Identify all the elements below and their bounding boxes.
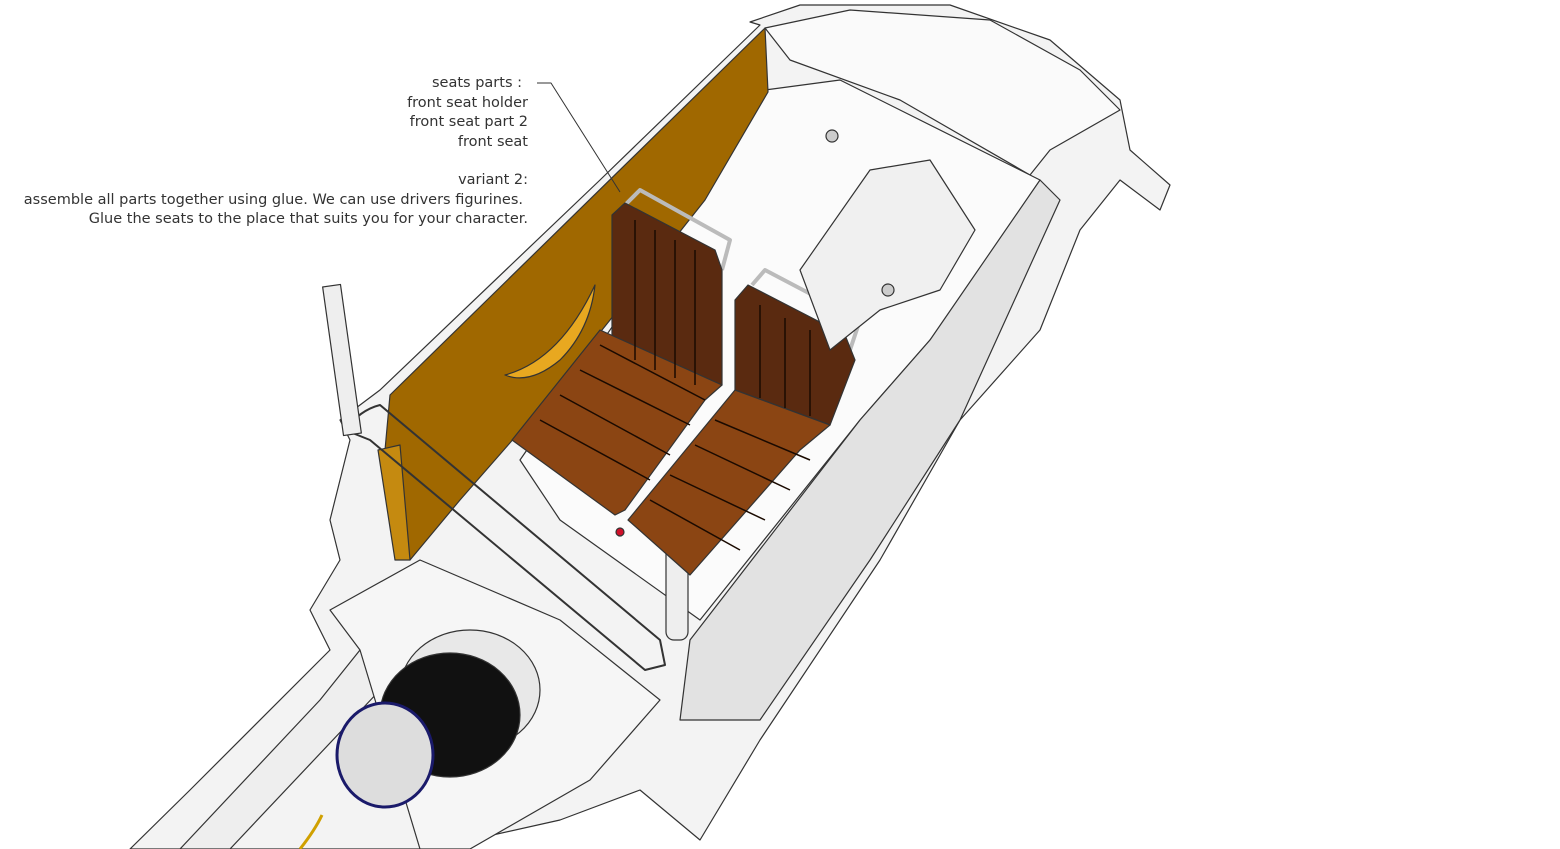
- parts-heading: seats parts :: [432, 75, 522, 91]
- bolt: [825, 129, 839, 143]
- leader-line: [537, 82, 621, 193]
- motor-face: [335, 701, 435, 809]
- gearbox: [799, 159, 976, 351]
- part-item: front seat holder: [407, 94, 528, 111]
- instructions-annotation: variant 2: assemble all parts together u…: [24, 171, 528, 230]
- seat-ribs: [539, 220, 811, 551]
- side-wall: [679, 179, 1061, 721]
- panel-cutout: [504, 284, 596, 379]
- instructions-heading: variant 2:: [458, 172, 528, 188]
- part-item: front seat part 2: [409, 114, 528, 130]
- panel-lower: [377, 444, 411, 561]
- seats-parts-annotation: seats parts : front seat holder front se…: [407, 74, 528, 152]
- wire: [298, 814, 324, 849]
- instruction-line: assemble all parts together using glue. …: [23, 191, 523, 208]
- red-switch: [615, 527, 625, 537]
- frame-post-left: [322, 283, 362, 437]
- hood: [764, 9, 1121, 176]
- part-item: front seat: [457, 133, 528, 150]
- instruction-line: Glue the seats to the place that suits y…: [88, 211, 528, 227]
- seat-holder-1: [623, 188, 732, 271]
- bolt: [881, 283, 895, 297]
- seat-2-cushion: [627, 389, 831, 576]
